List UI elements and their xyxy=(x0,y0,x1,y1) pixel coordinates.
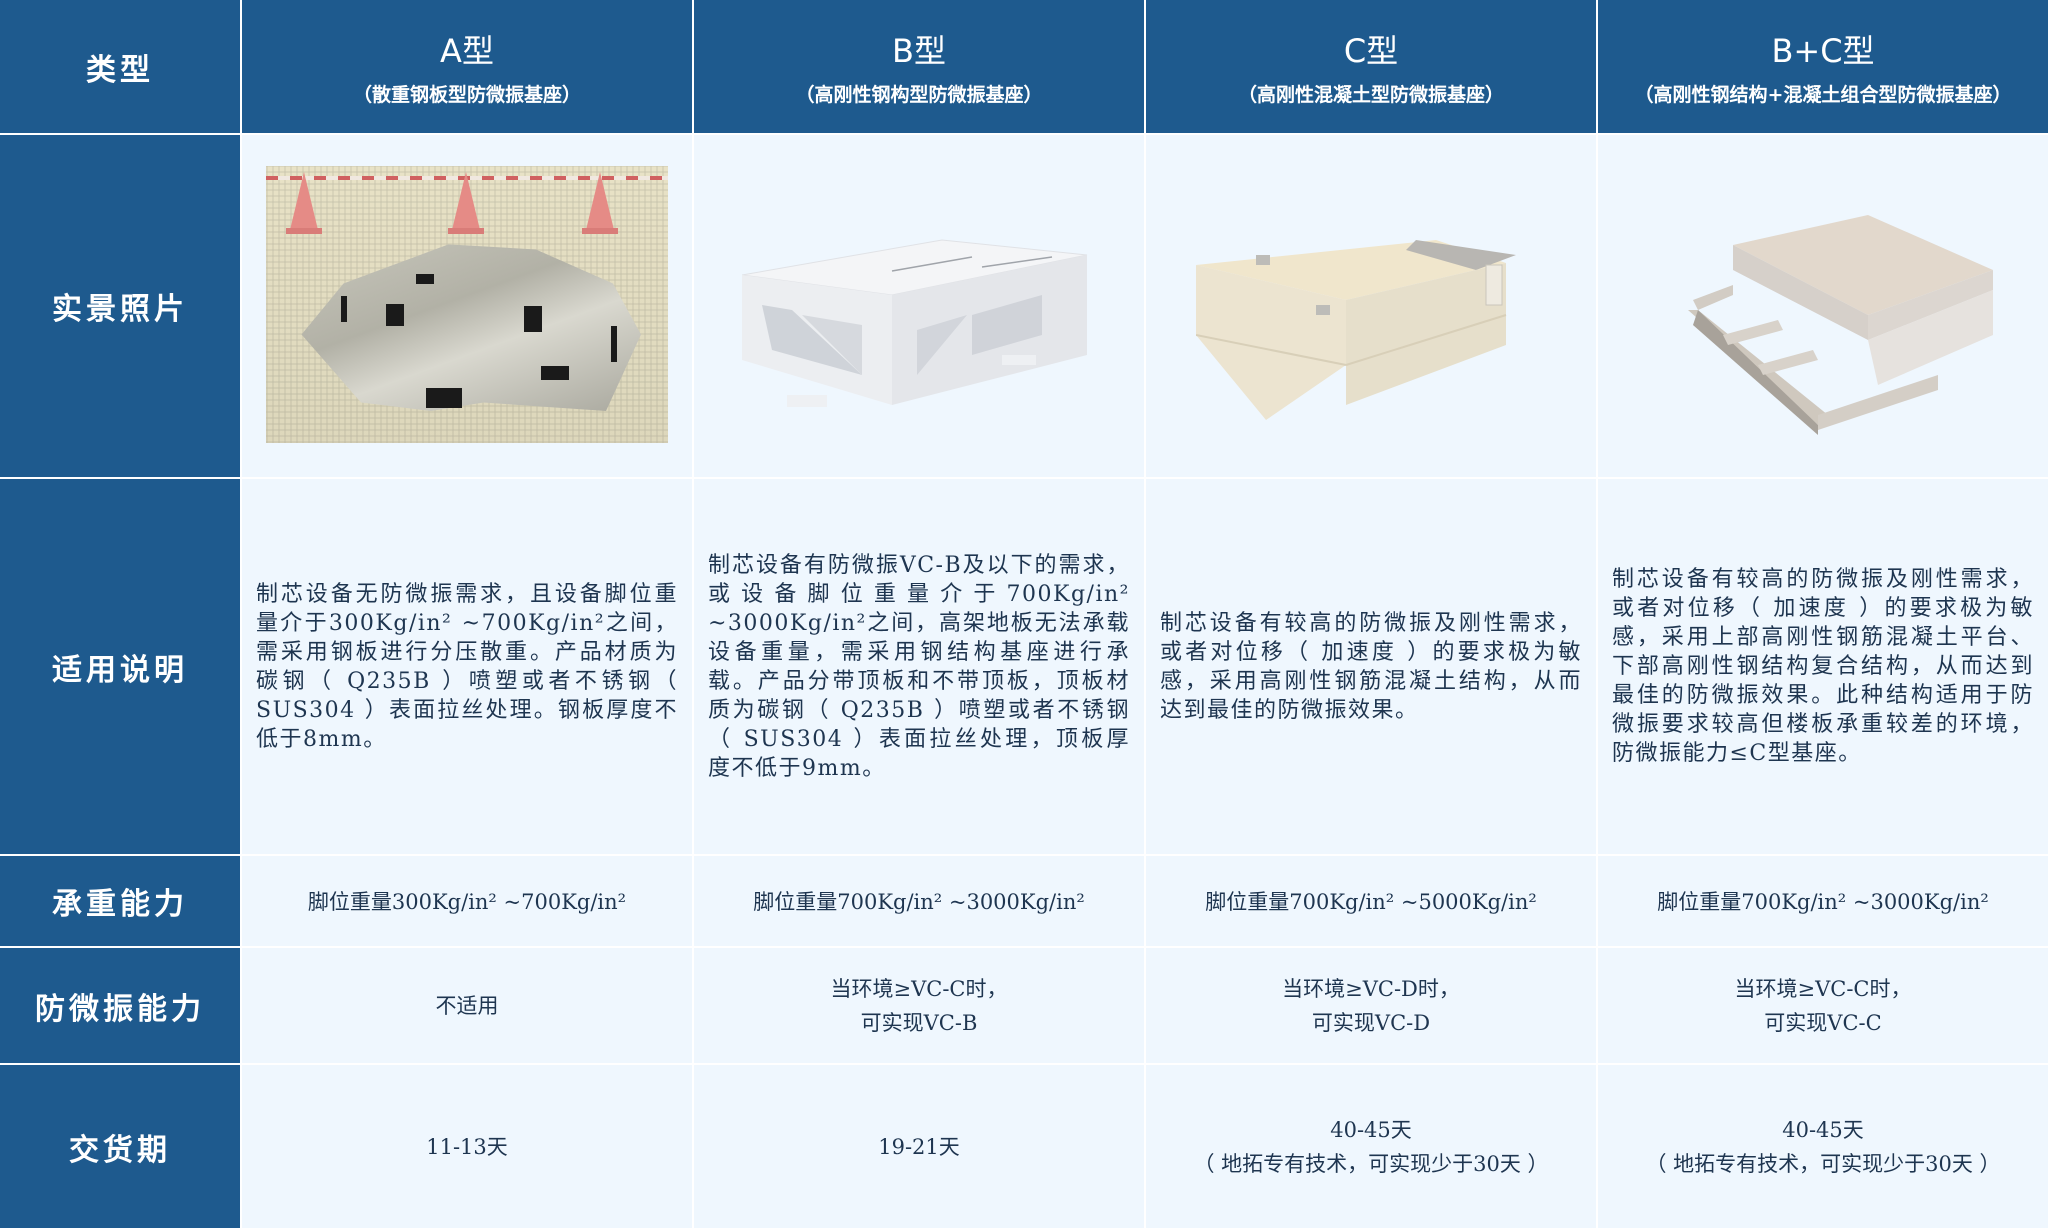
delivery-c-line2: （ 地拓专有技术，可实现少于30天 ） xyxy=(1193,1151,1549,1176)
delivery-bc-line2: （ 地拓专有技术，可实现少于30天 ） xyxy=(1645,1151,2001,1176)
delivery-cell-b: 19-21天 xyxy=(694,1065,1144,1228)
vibration-b-line1: 当环境≥VC-C时， xyxy=(830,976,1008,1001)
photo-cell-bc xyxy=(1598,135,2048,477)
description-text-c: 制芯设备有较高的防微振及刚性需求，或者对位移（ 加速度 ）的要求极为敏感，采用高… xyxy=(1160,610,1582,723)
vibration-b-line2: 可实现VC-B xyxy=(860,1010,978,1035)
vibration-c-line2: 可实现VC-D xyxy=(1311,1010,1431,1035)
header-type-a: A型 （散重钢板型防微振基座） xyxy=(242,0,692,133)
type-c-title: C型 xyxy=(1343,32,1399,70)
type-bc-title: B+C型 xyxy=(1771,32,1875,70)
photo-cell-a xyxy=(242,135,692,477)
row-label-delivery: 交货期 xyxy=(0,1065,240,1228)
header-type-b: B型 （高刚性钢构型防微振基座） xyxy=(694,0,1144,133)
delivery-a-line1: 11-13天 xyxy=(426,1134,508,1159)
description-cell-a: 制芯设备无防微振需求，且设备脚位重量介于300Kg/in² ~700Kg/in²… xyxy=(242,479,692,854)
row-label-vibration: 防微振能力 xyxy=(0,948,240,1063)
steel-plate-base-photo xyxy=(266,166,668,443)
description-cell-c: 制芯设备有较高的防微振及刚性需求，或者对位移（ 加速度 ）的要求极为敏感，采用高… xyxy=(1146,479,1596,854)
description-text-a: 制芯设备无防微振需求，且设备脚位重量介于300Kg/in² ~700Kg/in²… xyxy=(256,581,678,752)
vibration-bc-line2: 可实现VC-C xyxy=(1764,1010,1882,1035)
header-type-bc: B+C型 （高刚性钢结构+混凝土组合型防微振基座） xyxy=(1598,0,2048,133)
delivery-bc-line1: 40-45天 xyxy=(1782,1117,1864,1142)
capacity-cell-b: 脚位重量700Kg/in² ~3000Kg/in² xyxy=(694,856,1144,946)
description-cell-b: 制芯设备有防微振VC-B及以下的需求，或设备脚位重量介于700Kg/in² ~3… xyxy=(694,479,1144,854)
description-text-bc: 制芯设备有较高的防微振及刚性需求，或者对位移（ 加速度 ）的要求极为敏感，采用上… xyxy=(1612,567,2034,766)
concrete-base-photo xyxy=(1196,240,1516,420)
vibration-cell-b: 当环境≥VC-C时， 可实现VC-B xyxy=(694,948,1144,1063)
vibration-bc-line1: 当环境≥VC-C时， xyxy=(1734,976,1912,1001)
composite-base-photo xyxy=(1688,215,1993,435)
delivery-cell-bc: 40-45天 （ 地拓专有技术，可实现少于30天 ） xyxy=(1598,1065,2048,1228)
row-label-description: 适用说明 xyxy=(0,479,240,854)
photo-cell-c xyxy=(1146,135,1596,477)
type-b-subtitle: （高刚性钢构型防微振基座） xyxy=(795,84,1043,106)
vibration-cell-bc: 当环境≥VC-C时， 可实现VC-C xyxy=(1598,948,2048,1063)
capacity-cell-a: 脚位重量300Kg/in² ~700Kg/in² xyxy=(242,856,692,946)
vibration-cell-c: 当环境≥VC-D时， 可实现VC-D xyxy=(1146,948,1596,1063)
type-bc-subtitle: （高刚性钢结构+混凝土组合型防微振基座） xyxy=(1634,84,2012,106)
capacity-cell-bc: 脚位重量700Kg/in² ~3000Kg/in² xyxy=(1598,856,2048,946)
capacity-cell-c: 脚位重量700Kg/in² ~5000Kg/in² xyxy=(1146,856,1596,946)
type-a-subtitle: （散重钢板型防微振基座） xyxy=(352,84,581,106)
description-cell-bc: 制芯设备有较高的防微振及刚性需求，或者对位移（ 加速度 ）的要求极为敏感，采用上… xyxy=(1598,479,2048,854)
description-text-b: 制芯设备有防微振VC-B及以下的需求，或设备脚位重量介于700Kg/in² ~3… xyxy=(708,552,1130,781)
delivery-b-line1: 19-21天 xyxy=(878,1134,960,1159)
type-b-title: B型 xyxy=(892,32,946,70)
vibration-a-line1: 不适用 xyxy=(435,993,499,1018)
row-label-capacity: 承重能力 xyxy=(0,856,240,946)
delivery-cell-a: 11-13天 xyxy=(242,1065,692,1228)
row-label-photo: 实景照片 xyxy=(0,135,240,477)
vibration-c-line1: 当环境≥VC-D时， xyxy=(1282,976,1460,1001)
delivery-cell-c: 40-45天 （ 地拓专有技术，可实现少于30天 ） xyxy=(1146,1065,1596,1228)
type-c-subtitle: （高刚性混凝土型防微振基座） xyxy=(1237,84,1504,106)
steel-frame-base-photo xyxy=(742,239,1088,407)
header-type-c: C型 （高刚性混凝土型防微振基座） xyxy=(1146,0,1596,133)
delivery-c-line1: 40-45天 xyxy=(1330,1117,1412,1142)
photo-cell-b xyxy=(694,135,1144,477)
type-a-title: A型 xyxy=(440,32,494,70)
header-corner: 类型 xyxy=(0,0,240,133)
vibration-cell-a: 不适用 xyxy=(242,948,692,1063)
